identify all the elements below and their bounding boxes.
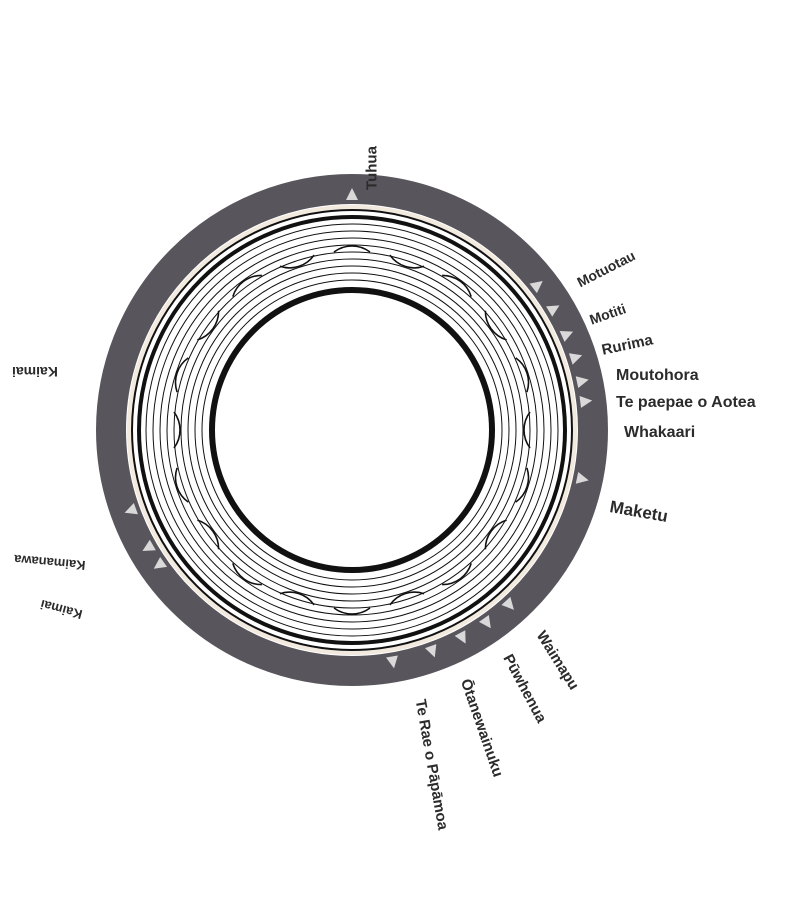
- label-kaimai: Kaimai: [12, 365, 58, 379]
- label-tuhua: Tuhua: [365, 146, 380, 190]
- inner-thick-ring: [212, 290, 492, 570]
- koru-arc: [334, 246, 370, 252]
- label-whakaari: Whakaari: [624, 425, 695, 441]
- label-te-paepae-o-aotea: Te paepae o Aotea: [616, 395, 756, 411]
- koru-arc: [334, 608, 370, 614]
- label-moutohora: Moutohora: [616, 368, 699, 384]
